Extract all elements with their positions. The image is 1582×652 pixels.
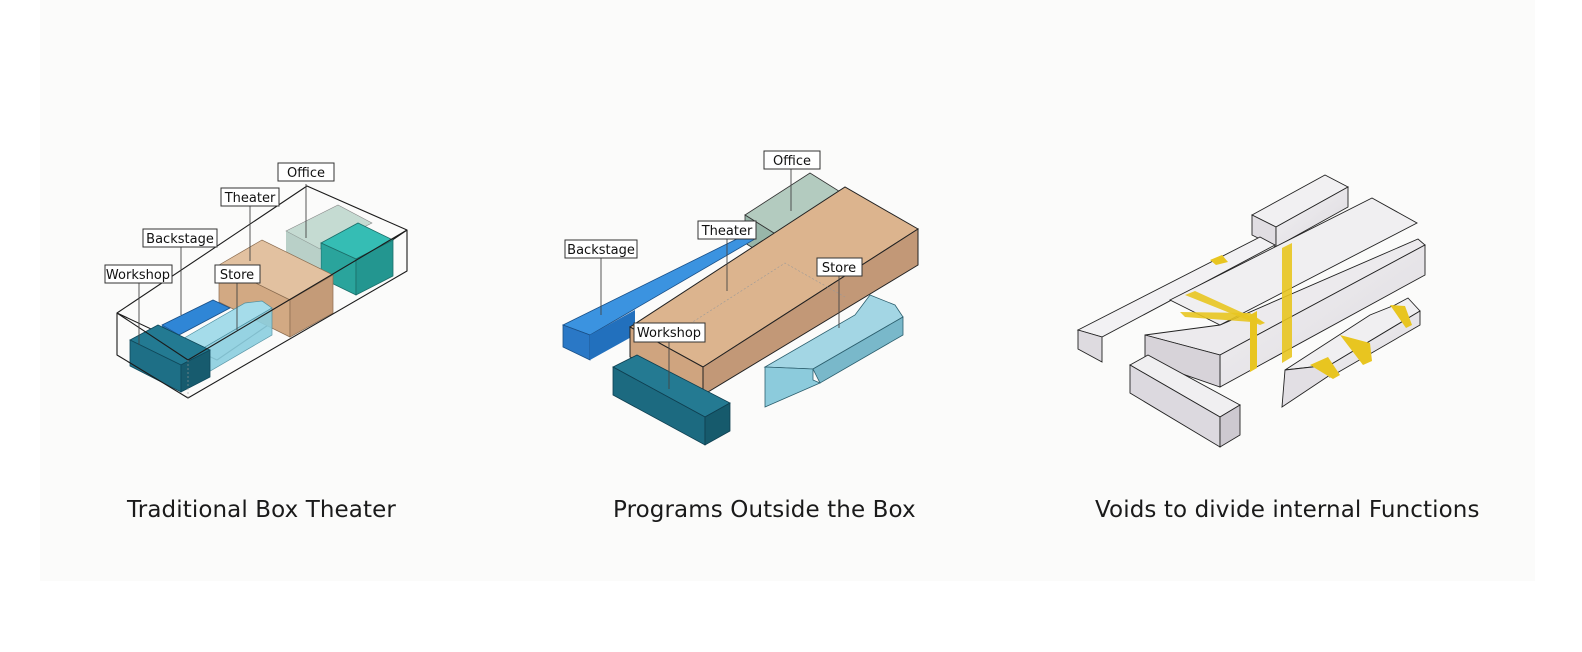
- diagram-traditional-box-theater: Office Theater Backstage Workshop Store: [104, 162, 408, 399]
- backstage-block: [161, 299, 231, 336]
- void-strip: [1210, 255, 1228, 265]
- label-theater-text: Theater: [701, 224, 753, 239]
- label-workshop-text: Workshop: [106, 268, 170, 283]
- label-theater: Theater: [220, 187, 280, 207]
- void-strip: [1250, 311, 1257, 372]
- label-store-text: Store: [220, 268, 254, 283]
- label-store: Store: [816, 257, 863, 277]
- label-office: Office: [763, 150, 821, 170]
- label-backstage: Backstage: [142, 228, 218, 248]
- office-block-front: [1275, 186, 1349, 248]
- label-office-text: Office: [773, 154, 811, 169]
- diagram-voids: [1076, 174, 1426, 448]
- label-store-text: Store: [822, 261, 856, 276]
- enclosure-box-edge: [116, 312, 189, 361]
- void-strip: [1340, 335, 1372, 365]
- void-strip: [1310, 357, 1340, 379]
- diagram-programs-outside-box: Office Theater Backstage Workshop Store: [561, 150, 919, 446]
- label-workshop: Workshop: [104, 264, 173, 284]
- office-translucent-side: [286, 231, 320, 270]
- theater-hidden-edges: [662, 262, 846, 342]
- label-office: Office: [277, 162, 335, 182]
- label-workshop-text: Workshop: [637, 326, 701, 341]
- label-theater: Theater: [697, 220, 757, 240]
- enclosure-box-edge: [187, 229, 408, 361]
- void-strip: [1282, 243, 1292, 363]
- workshop-block-right: [704, 402, 731, 446]
- theater-block-left: [1144, 334, 1221, 388]
- void-strip: [1180, 312, 1265, 323]
- backstage-block-front: [590, 310, 635, 360]
- label-store: Store: [214, 264, 261, 284]
- label-theater-text: Theater: [224, 191, 276, 206]
- label-workshop: Workshop: [633, 322, 706, 343]
- store-block-right: [812, 316, 904, 384]
- label-backstage-text: Backstage: [146, 232, 214, 247]
- theater-block-right: [289, 274, 334, 338]
- backstage-block-side: [1077, 329, 1103, 363]
- store-block-left: [764, 366, 822, 408]
- office-translucent-block: [285, 204, 373, 250]
- void-strip: [1390, 305, 1412, 328]
- office-box-right: [355, 239, 394, 296]
- caption-traditional-box-theater: Traditional Box Theater: [127, 497, 396, 523]
- caption-programs-outside-box: Programs Outside the Box: [613, 497, 916, 523]
- label-office-text: Office: [287, 166, 325, 181]
- label-backstage: Backstage: [564, 239, 638, 259]
- label-backstage-text: Backstage: [567, 243, 635, 258]
- caption-voids-divide-functions: Voids to divide internal Functions: [1095, 497, 1480, 523]
- workshop-block-right: [1219, 404, 1241, 448]
